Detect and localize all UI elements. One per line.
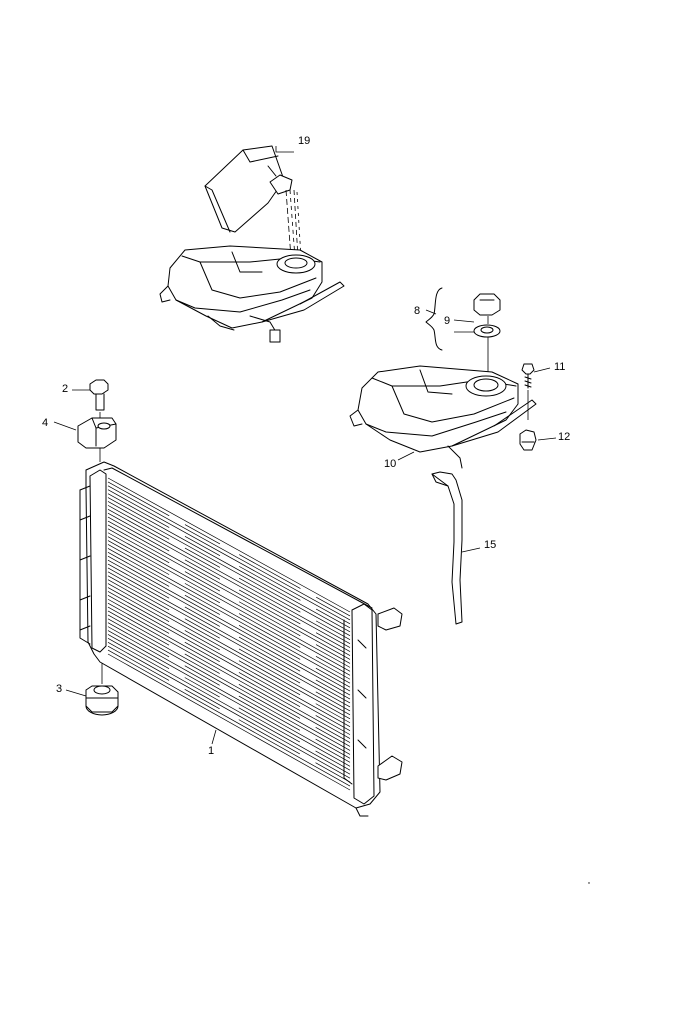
radiator-fin-line: [107, 563, 351, 700]
radiator-fin-line: [107, 630, 351, 767]
radiator-fin-line: [107, 649, 351, 787]
radiator-fin-line: [107, 634, 351, 771]
callout-19: 19: [298, 135, 310, 147]
radiator-fin-line: [107, 528, 351, 664]
callout-10: 10: [384, 458, 396, 470]
nut-part-12: [519, 429, 537, 451]
radiator-fin-line: [107, 505, 351, 640]
radiator-fin-line: [107, 614, 351, 751]
screw-part-11: [521, 363, 535, 389]
radiator-fin-line: [107, 552, 351, 688]
radiator-fin-line: [107, 591, 351, 728]
bracket-8-9: [425, 287, 443, 351]
radiator-fin-line: [107, 575, 351, 712]
bushing-part-3: [85, 685, 119, 716]
callout-4: 4: [42, 417, 48, 429]
callout-9: 9: [444, 315, 450, 327]
radiator-fin-line: [107, 645, 351, 783]
radiator-fin-line: [107, 606, 351, 743]
radiator-core-fins: [107, 477, 351, 791]
radiator-fin-line: [107, 520, 351, 656]
radiator-fin-line: [107, 638, 351, 775]
radiator-fin-line: [107, 626, 351, 763]
bolt-part-2: [89, 379, 109, 411]
callout-15: 15: [484, 539, 496, 551]
radiator-fin-line: [107, 508, 351, 644]
radiator-fin-line: [107, 555, 351, 692]
coolant-stream: [285, 189, 302, 259]
radiator-fin-line: [107, 559, 351, 696]
radiator-fin-line: [107, 571, 351, 708]
radiator-fin-line: [107, 512, 351, 648]
radiator-fin-line: [107, 618, 351, 755]
radiator-fin-line: [107, 587, 351, 724]
radiator-fin-line: [107, 583, 351, 720]
callout-1: 1: [208, 745, 214, 757]
radiator-fin-line: [107, 653, 351, 791]
radiator-fin-line: [107, 493, 351, 629]
radiator-fin-line: [107, 536, 351, 672]
radiator-fin-line: [107, 489, 351, 625]
callout-3: 3: [56, 683, 62, 695]
radiator-fin-line: [107, 598, 351, 735]
radiator-fin-line: [107, 602, 351, 739]
callout-2: 2: [62, 383, 68, 395]
radiator-fin-line: [107, 595, 351, 731]
leader-lines: [53, 146, 557, 745]
radiator-fin-line: [107, 485, 351, 621]
radiator-fin-line: [107, 622, 351, 759]
radiator-fin-line: [107, 497, 351, 633]
radiator-fin-line: [107, 540, 351, 676]
expansion-tank-lower: [349, 365, 537, 469]
radiator-fin-line: [107, 567, 351, 704]
stray-dot: [588, 882, 590, 884]
callout-12: 12: [558, 431, 570, 443]
radiator-fin-line: [107, 544, 351, 680]
radiator-part-1: [79, 461, 403, 817]
coolant-can: [204, 145, 293, 233]
radiator-fin-line: [107, 548, 351, 684]
expansion-tank-upper: [159, 245, 345, 343]
radiator-fin-line: [107, 610, 351, 747]
hose-part-15: [431, 471, 463, 625]
cap-part-8: [473, 293, 501, 316]
radiator-fin-line: [107, 516, 351, 652]
radiator-fin-line: [107, 477, 351, 613]
radiator-fin-line: [107, 481, 351, 617]
radiator-fin-line: [107, 501, 351, 637]
callout-11: 11: [554, 361, 565, 373]
callout-8: 8: [414, 305, 420, 317]
radiator-fin-line: [107, 641, 351, 779]
radiator-fin-line: [107, 579, 351, 716]
radiator-fin-line: [107, 532, 351, 668]
seal-part-9: [473, 324, 501, 338]
bushing-part-4: [77, 417, 117, 449]
radiator-fin-line: [107, 524, 351, 660]
